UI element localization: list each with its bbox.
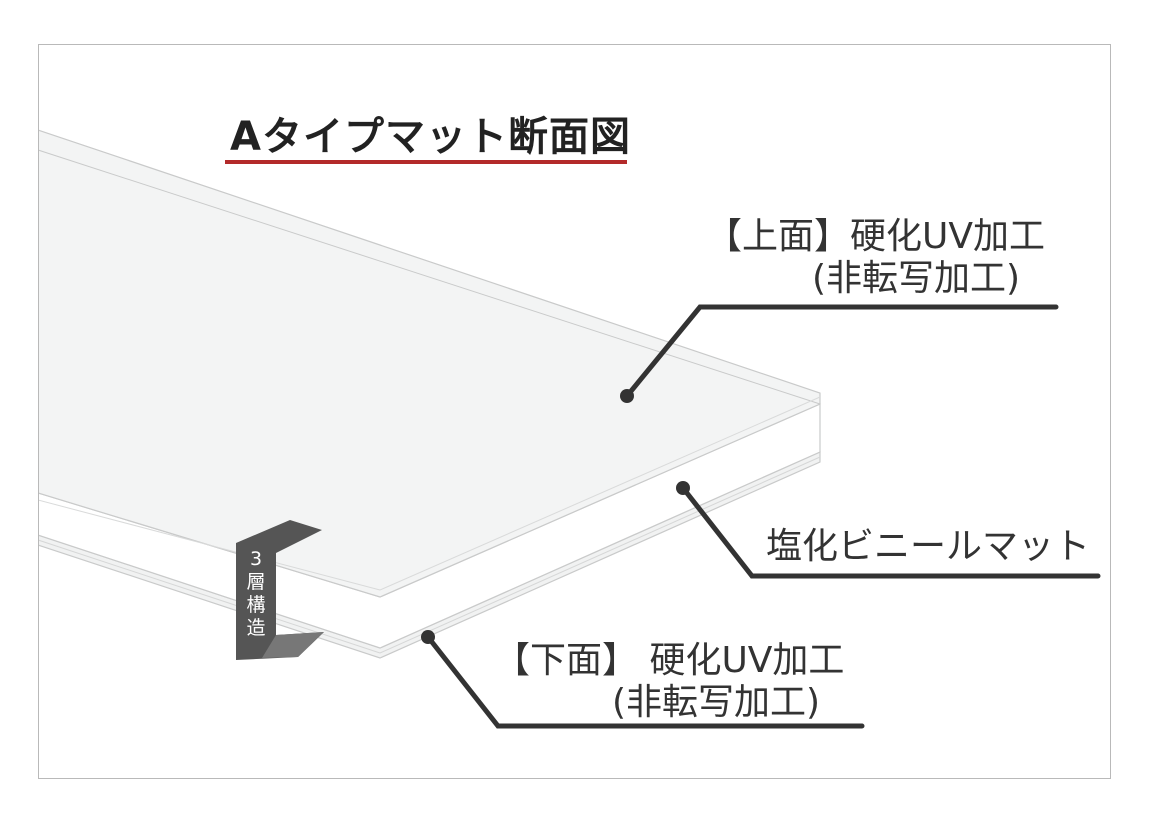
badge-char: 層 [246, 571, 266, 593]
leader-bottom-dot [421, 630, 435, 644]
badge-char: 構 [246, 594, 266, 616]
middle-layer-label: 塩化ビニールマット [766, 526, 1091, 567]
bottom-layer-label-line2: (非転写加工) [612, 682, 821, 723]
top-layer-label-line2: (非転写加工) [812, 258, 1021, 299]
diagram-title: Aタイプマット断面図 [230, 114, 631, 160]
leader-top [624, 304, 1059, 399]
badge-char: 3 [249, 548, 263, 570]
leader-top-dot [620, 389, 634, 403]
badge-char: 造 [246, 617, 266, 639]
three-layer-badge-shape [236, 520, 324, 660]
top-layer-label-line1: 【上面】硬化UV加工 [706, 216, 1045, 257]
top-uv-layer [39, 129, 821, 598]
leader-bottom [425, 634, 865, 729]
leader-middle [680, 485, 1101, 579]
three-layer-badge-text: 3 層 構 造 [239, 548, 273, 640]
leader-middle-dot [676, 481, 690, 495]
bottom-layer-label-line1: 【下面】 硬化UV加工 [494, 640, 845, 681]
title-underline [225, 160, 627, 164]
